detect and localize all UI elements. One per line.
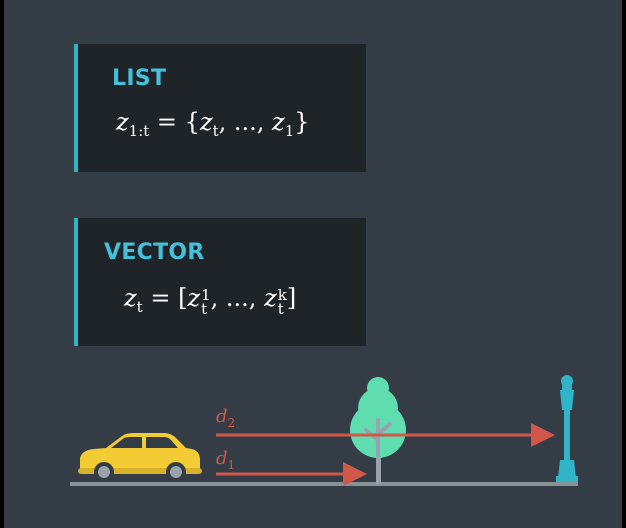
list-eq: = [156, 108, 178, 136]
list-close: } [294, 108, 310, 136]
d1-letter: d [216, 448, 228, 469]
list-last-sub: 1 [284, 122, 295, 140]
lamp-post-icon [556, 375, 578, 482]
vector-close: ] [286, 284, 297, 312]
vector-first-sup: 1 [201, 286, 211, 304]
d1-sub: 1 [228, 458, 236, 472]
slide: LIST z1:t = {zt, ..., z1} VECTOR zt = [z… [4, 0, 622, 528]
list-card: LIST z1:t = {zt, ..., z1} [74, 44, 366, 172]
vector-last-sub: t [277, 300, 284, 318]
list-open: { [184, 108, 200, 136]
vector-first-var: z [187, 284, 201, 312]
list-var-sub: 1:t [128, 122, 150, 140]
vector-last-var: z [264, 284, 277, 312]
vector-last-sup: k [277, 286, 287, 304]
vector-title: VECTOR [104, 240, 205, 265]
list-last-var: z [272, 108, 285, 136]
list-title: LIST [112, 66, 167, 91]
list-first-sub: t [212, 122, 219, 140]
vector-sep: , ..., [210, 284, 265, 312]
vector-first-sub: t [201, 300, 208, 318]
d1-label: d1 [216, 448, 235, 472]
vector-var-sub: t [136, 298, 143, 316]
vector-var: z [124, 284, 137, 312]
vector-open: [ [178, 284, 188, 312]
d2-label: d2 [216, 406, 235, 430]
list-var: z [116, 108, 129, 136]
d2-letter: d [216, 406, 228, 427]
scene: d2 d1 [70, 375, 578, 486]
d2-sub: 2 [228, 416, 236, 430]
list-first-var: z [199, 108, 213, 136]
list-formula: z1:t = {zt, ..., z1} [116, 108, 310, 140]
vector-eq: = [150, 284, 171, 312]
list-sep: , ..., [218, 108, 273, 136]
tree-icon [350, 377, 406, 484]
ground-line [70, 482, 578, 486]
car-icon [78, 433, 202, 482]
